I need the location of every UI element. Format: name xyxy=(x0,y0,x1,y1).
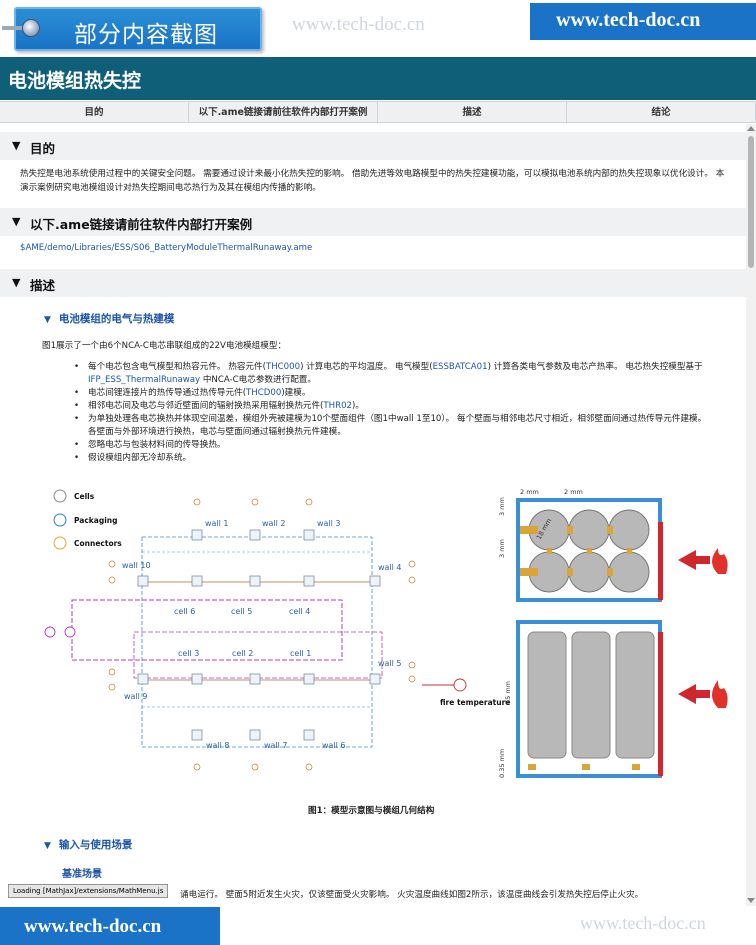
legend-cells: Cells xyxy=(74,492,95,501)
figure-caption: 图1：模型示意图与模组几何结构 xyxy=(308,806,435,816)
heat-arrow-icon xyxy=(678,550,710,570)
wall-label: wall 6 xyxy=(322,741,346,750)
link-thr02[interactable]: THR02 xyxy=(323,401,353,411)
tab-conclusion[interactable]: 结论 xyxy=(567,102,756,122)
dimension-label: 3 mm xyxy=(498,539,506,558)
figure-legend: Cells Packaging Connectors xyxy=(53,489,122,550)
collapse-triangle-icon[interactable]: ▼ xyxy=(44,841,51,851)
collapse-triangle-icon[interactable]: ▼ xyxy=(44,315,51,325)
heat-arrow-icon xyxy=(678,684,710,704)
wall-label: wall 10 xyxy=(122,561,151,570)
link-thcd00[interactable]: THCD00 xyxy=(246,388,282,398)
wall-label: wall 4 xyxy=(378,563,402,572)
module-geometry-top: 2 mm 2 mm 3 mm 3 mm 18 mm xyxy=(498,488,728,602)
collapse-triangle-icon[interactable]: ▼ xyxy=(12,139,21,152)
subsection-usage[interactable]: ▼ 输入与使用场景 xyxy=(44,837,132,852)
wall-label: wall 8 xyxy=(206,741,230,750)
dimension-label: 2 mm xyxy=(520,488,539,496)
cell-label: cell 2 xyxy=(232,649,253,658)
wall-label: wall 3 xyxy=(317,519,341,528)
tab-bar: 目的 以下.ame链接请前往软件内部打开案例 描述 结论 xyxy=(0,101,756,123)
description-intro: 图1展示了一个由6个NCA-C电芯串联组成的22V电池模组模型： xyxy=(42,341,287,351)
pin-icon xyxy=(2,26,24,30)
subsection-modeling-title: 电池模组的电气与热建模 xyxy=(58,313,175,325)
section-link-header[interactable]: ▼ 以下.ame链接请前往软件内部打开案例 xyxy=(0,208,746,236)
wall-label: wall 7 xyxy=(264,741,288,750)
section-purpose-title: 目的 xyxy=(30,141,56,156)
legend-connectors: Connectors xyxy=(74,539,122,548)
fire-source-icon xyxy=(453,678,467,692)
wall-label: wall 1 xyxy=(205,519,229,528)
fire-icon xyxy=(712,680,728,708)
list-item: 相邻电芯间及电芯与邻近壁面间的辐射换热采用辐射换热元件(THR02)。 xyxy=(74,400,714,413)
wall-label: wall 9 xyxy=(124,692,148,701)
section-purpose-header[interactable]: ▼ 目的 xyxy=(0,132,746,160)
site-badge-bottom[interactable]: www.tech-doc.cn xyxy=(0,907,220,945)
pushpin-head-icon xyxy=(22,19,40,37)
page-header: 电池模组热失控 xyxy=(0,57,756,100)
list-item: 假设模组内部无冷却系统。 xyxy=(74,452,714,465)
list-item: 每个电芯包含电气模型和热容元件。 热容元件(THC000) 计算电芯的平均温度。… xyxy=(74,361,714,387)
ame-file-link[interactable]: $AME/demo/Libraries/ESS/S06_BatteryModul… xyxy=(20,243,313,253)
cell-label: cell 6 xyxy=(174,607,195,616)
mathjax-loading-status: Loading [MathJax]/extensions/MathMenu.js xyxy=(8,884,169,898)
dimension-label: 65 mm xyxy=(504,681,512,704)
title-badge: 部分内容截图 xyxy=(2,7,262,51)
watermark-top: www.tech-doc.cn xyxy=(292,14,425,35)
usage-text: 诵电运行。 壁面5附近发生火灾，仅该壁面受火灾影响。 火灾温度曲线如图2所示，该… xyxy=(180,890,644,900)
schematic: wall 1 wall 2 wall 3 wall 4 wall 5 wall … xyxy=(44,498,510,771)
cell-label: cell 4 xyxy=(289,607,310,616)
subsection-usage-title: 输入与使用场景 xyxy=(58,839,133,851)
module-geometry-side: 65 mm 0.35 mm xyxy=(498,620,728,778)
page-title: 电池模组热失控 xyxy=(8,70,142,92)
subsection-modeling[interactable]: ▼ 电池模组的电气与热建模 xyxy=(44,311,174,326)
link-thc000[interactable]: THC000 xyxy=(265,362,301,372)
fire-icon xyxy=(712,548,728,574)
wall-label: wall 2 xyxy=(262,519,286,528)
list-item: 忽略电芯与包装材料间的传导换热。 xyxy=(74,439,714,452)
scroll-down-icon[interactable] xyxy=(747,898,755,903)
figure-1: Cells Packaging Connectors xyxy=(44,488,728,778)
bullet-list: 每个电芯包含电气模型和热容元件。 热容元件(THC000) 计算电芯的平均温度。… xyxy=(74,361,714,465)
vertical-scrollbar[interactable] xyxy=(746,124,756,906)
site-badge-top-text: www.tech-doc.cn xyxy=(556,9,701,31)
watermark-bottom: www.tech-doc.cn xyxy=(580,913,706,933)
wall-label: wall 5 xyxy=(378,659,402,668)
cell-label: cell 3 xyxy=(178,649,199,658)
list-item: 为单独处理各电芯换热并体现空间温差，模组外壳被建模为10个壁面组件（图1中wal… xyxy=(74,413,714,439)
section-description-header[interactable]: ▼ 描述 xyxy=(0,269,746,297)
link-essbatca01[interactable]: ESSBATCA01 xyxy=(432,362,488,372)
purpose-text: 热失控是电池系统使用过程中的关键安全问题。 需要通过设计来最小化热失控的影响。 … xyxy=(20,169,725,193)
site-badge-top[interactable]: www.tech-doc.cn xyxy=(530,3,756,40)
link-ifp-ess-thermalrunaway[interactable]: IFP_ESS_ThermalRunaway xyxy=(88,375,201,385)
fire-temperature-label: fire temperature xyxy=(440,698,510,707)
connectors-legend-icon xyxy=(53,536,67,550)
collapse-triangle-icon[interactable]: ▼ xyxy=(12,215,21,228)
tab-purpose[interactable]: 目的 xyxy=(0,102,189,122)
tab-open-case[interactable]: 以下.ame链接请前往软件内部打开案例 xyxy=(189,102,378,122)
scroll-thumb[interactable] xyxy=(748,136,754,268)
packaging-legend-icon xyxy=(53,513,67,527)
dimension-label: 3 mm xyxy=(498,497,506,516)
dimension-label: 2 mm xyxy=(564,488,583,496)
site-badge-bottom-text: www.tech-doc.cn xyxy=(24,916,162,937)
cell-label: cell 1 xyxy=(290,649,311,658)
collapse-triangle-icon[interactable]: ▼ xyxy=(12,276,21,289)
baseline-scenario-heading: 基准场景 xyxy=(62,869,102,880)
list-item: 电芯间锂连接片的热传导通过热传导元件(THCD00)建模。 xyxy=(74,387,714,400)
title-badge-text: 部分内容截图 xyxy=(74,22,218,48)
section-description-title: 描述 xyxy=(30,278,56,293)
tab-description[interactable]: 描述 xyxy=(378,102,567,122)
top-banner: 部分内容截图 www.tech-doc.cn www.tech-doc.cn xyxy=(0,0,756,56)
cell-label: cell 5 xyxy=(231,607,252,616)
scroll-up-icon[interactable] xyxy=(747,126,755,131)
dimension-label: 0.35 mm xyxy=(498,749,506,778)
cells-legend-icon xyxy=(53,489,67,503)
legend-packaging: Packaging xyxy=(74,516,118,525)
section-link-title: 以下.ame链接请前往软件内部打开案例 xyxy=(30,217,253,232)
